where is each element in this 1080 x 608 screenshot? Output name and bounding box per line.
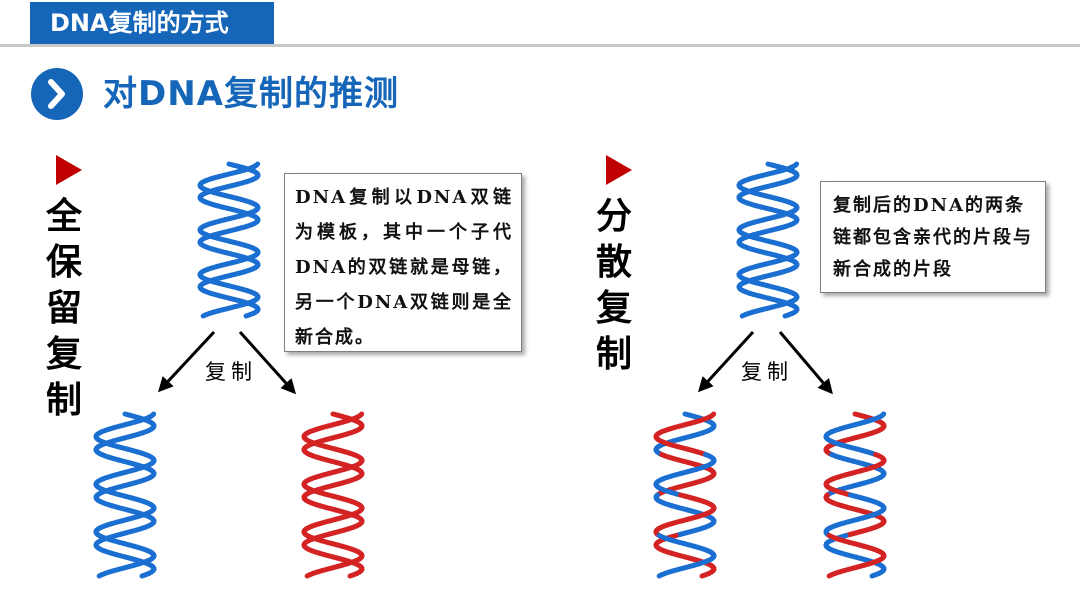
conservative-note: DNA复制以DNA双链为模板，其中一个子代DNA的双链就是母链，另一个DNA双链… (284, 173, 522, 352)
conservative-label: 全保留复制 (45, 196, 82, 421)
helix-strand-segment (139, 572, 149, 579)
helix-strand-segment (347, 572, 357, 579)
helix-strand-segment (826, 572, 835, 579)
parent-dna-helix-right (736, 161, 800, 319)
header-divider (0, 44, 1080, 47)
helix-strand-segment (739, 312, 748, 319)
helix-strand-segment (869, 572, 879, 579)
dispersive-note: 复制后的DNA的两条链都包含亲代的片段与新合成的片段 (820, 181, 1046, 293)
daughter-dna-new (301, 411, 365, 579)
helix-strand-segment (243, 312, 253, 319)
copy-label-left: 复制 (205, 360, 257, 384)
triangle-marker-icon (606, 155, 632, 185)
dispersive-label: 分散复制 (595, 196, 632, 375)
section-title: 对DNA复制的推测 (103, 74, 399, 114)
helix-strand-segment (200, 312, 209, 319)
copy-label-right: 复制 (741, 360, 793, 384)
chevron-right-icon (31, 68, 83, 120)
helix-strand-segment (656, 572, 665, 579)
helix-strand-segment (96, 572, 105, 579)
triangle-marker-icon (56, 155, 82, 185)
helix-strand-segment (782, 312, 792, 319)
helix-strand-segment (699, 572, 709, 579)
parent-dna-helix-left (197, 161, 261, 319)
helix-strand-segment (304, 572, 313, 579)
slide-header-title: DNA复制的方式 (30, 2, 274, 45)
daughter-dna-mixed-2 (823, 411, 887, 579)
daughter-dna-mixed-1 (653, 411, 717, 579)
daughter-dna-parental (93, 411, 157, 579)
